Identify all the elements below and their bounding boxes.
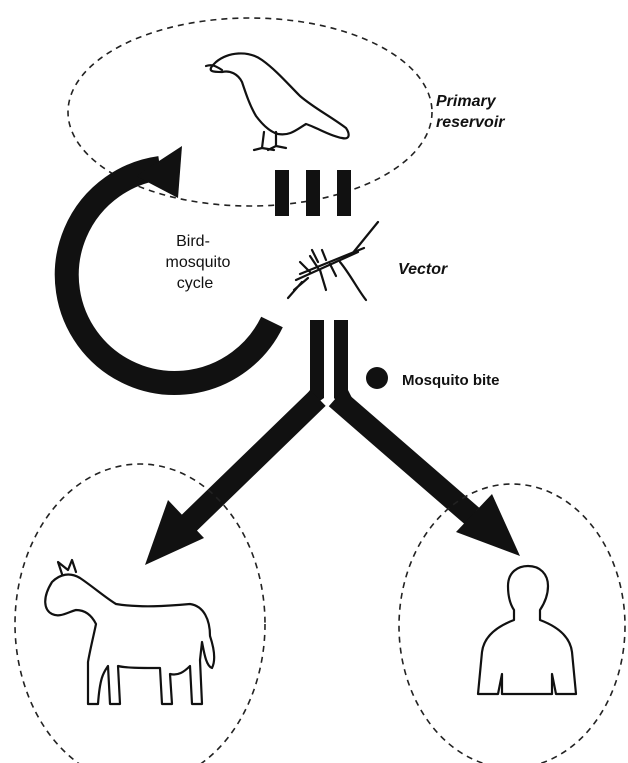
primary-reservoir-label-line1: Primary [436,93,497,110]
mosquito-bite-dot [366,367,388,389]
vector-label: Vector [398,261,448,278]
human-icon [478,566,576,694]
cycle-label-line2: mosquito [166,254,231,271]
cycle-label-line1: Bird- [176,233,210,250]
bar-2 [306,170,320,216]
arrow-to-horse [145,398,318,565]
human-ellipse [399,484,625,763]
primary-reservoir-label-line2: reservoir [436,114,505,131]
bar-1 [275,170,289,216]
bar-3 [337,170,351,216]
horse-icon [45,560,214,704]
mosquito-bite-label: Mosquito bite [402,372,500,389]
mosquito-icon [288,222,378,300]
cycle-label-line3: cycle [177,275,214,292]
crow-icon [206,53,349,150]
arrow-to-human [336,398,520,556]
